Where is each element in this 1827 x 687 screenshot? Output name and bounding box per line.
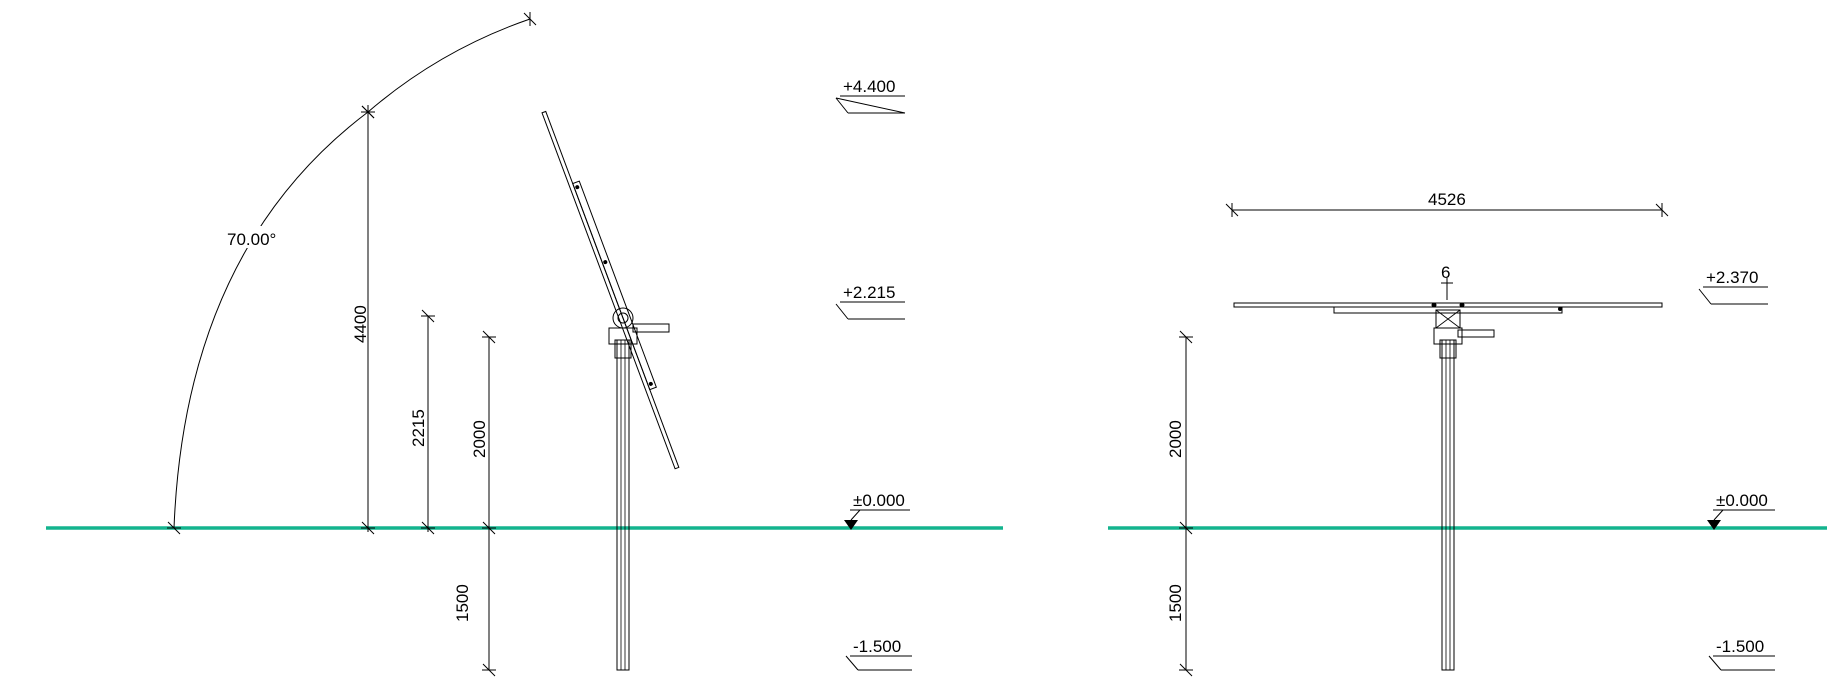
- level-marker-pivot-right: +2.370: [1698, 268, 1768, 305]
- dim-embed-depth-label-right: 1500: [1166, 584, 1185, 622]
- dim-post-height-label: 2000: [470, 420, 489, 458]
- dim-embed-depth-label: 1500: [453, 584, 472, 622]
- dimension-post-and-embed: 2000 1500: [453, 330, 497, 677]
- level-pivot-label-right: +2.370: [1706, 268, 1758, 287]
- dim-pivot-height-label: 2215: [409, 409, 428, 447]
- level-marker-bottom-right: -1.500: [1708, 637, 1775, 671]
- level-marker-bottom: -1.500: [845, 637, 912, 671]
- level-marker-ground-right: ±0.000: [1707, 491, 1775, 530]
- level-pivot-label: +2.215: [843, 283, 895, 302]
- dim-small-label: 6: [1441, 263, 1450, 282]
- right-elevation-view: 4526 6 2000 1500: [1108, 190, 1827, 677]
- dimension-post-and-embed-right: 2000 1500: [1166, 330, 1194, 677]
- dim-total-height-label: 4400: [351, 305, 370, 343]
- level-marker-ground: ±0.000: [844, 491, 910, 530]
- dimension-total-height: 4400: [351, 105, 376, 535]
- tracker-structure-flat: [1233, 302, 1663, 671]
- dimension-pivot-height: 2215: [409, 309, 436, 535]
- level-top-label: +4.400: [843, 77, 895, 96]
- dimension-small-gap: 6: [1441, 263, 1453, 300]
- level-ground-label: ±0.000: [853, 491, 905, 510]
- dim-post-height-label-right: 2000: [1166, 420, 1185, 458]
- left-elevation-view: 70.00° 4400 2215 2000 1500: [46, 11, 1003, 677]
- angle-label: 70.00°: [227, 230, 276, 249]
- dimension-panel-width: 4526: [1225, 190, 1669, 218]
- level-bottom-label-right: -1.500: [1716, 637, 1764, 656]
- angle-dimension: 70.00°: [166, 11, 537, 535]
- level-ground-label-right: ±0.000: [1716, 491, 1768, 510]
- level-marker-top: +4.400: [835, 77, 906, 114]
- dim-panel-width-label: 4526: [1428, 190, 1466, 209]
- level-marker-pivot: +2.215: [835, 283, 905, 320]
- level-bottom-label: -1.500: [853, 637, 901, 656]
- tracker-structure-tilted: [541, 110, 680, 671]
